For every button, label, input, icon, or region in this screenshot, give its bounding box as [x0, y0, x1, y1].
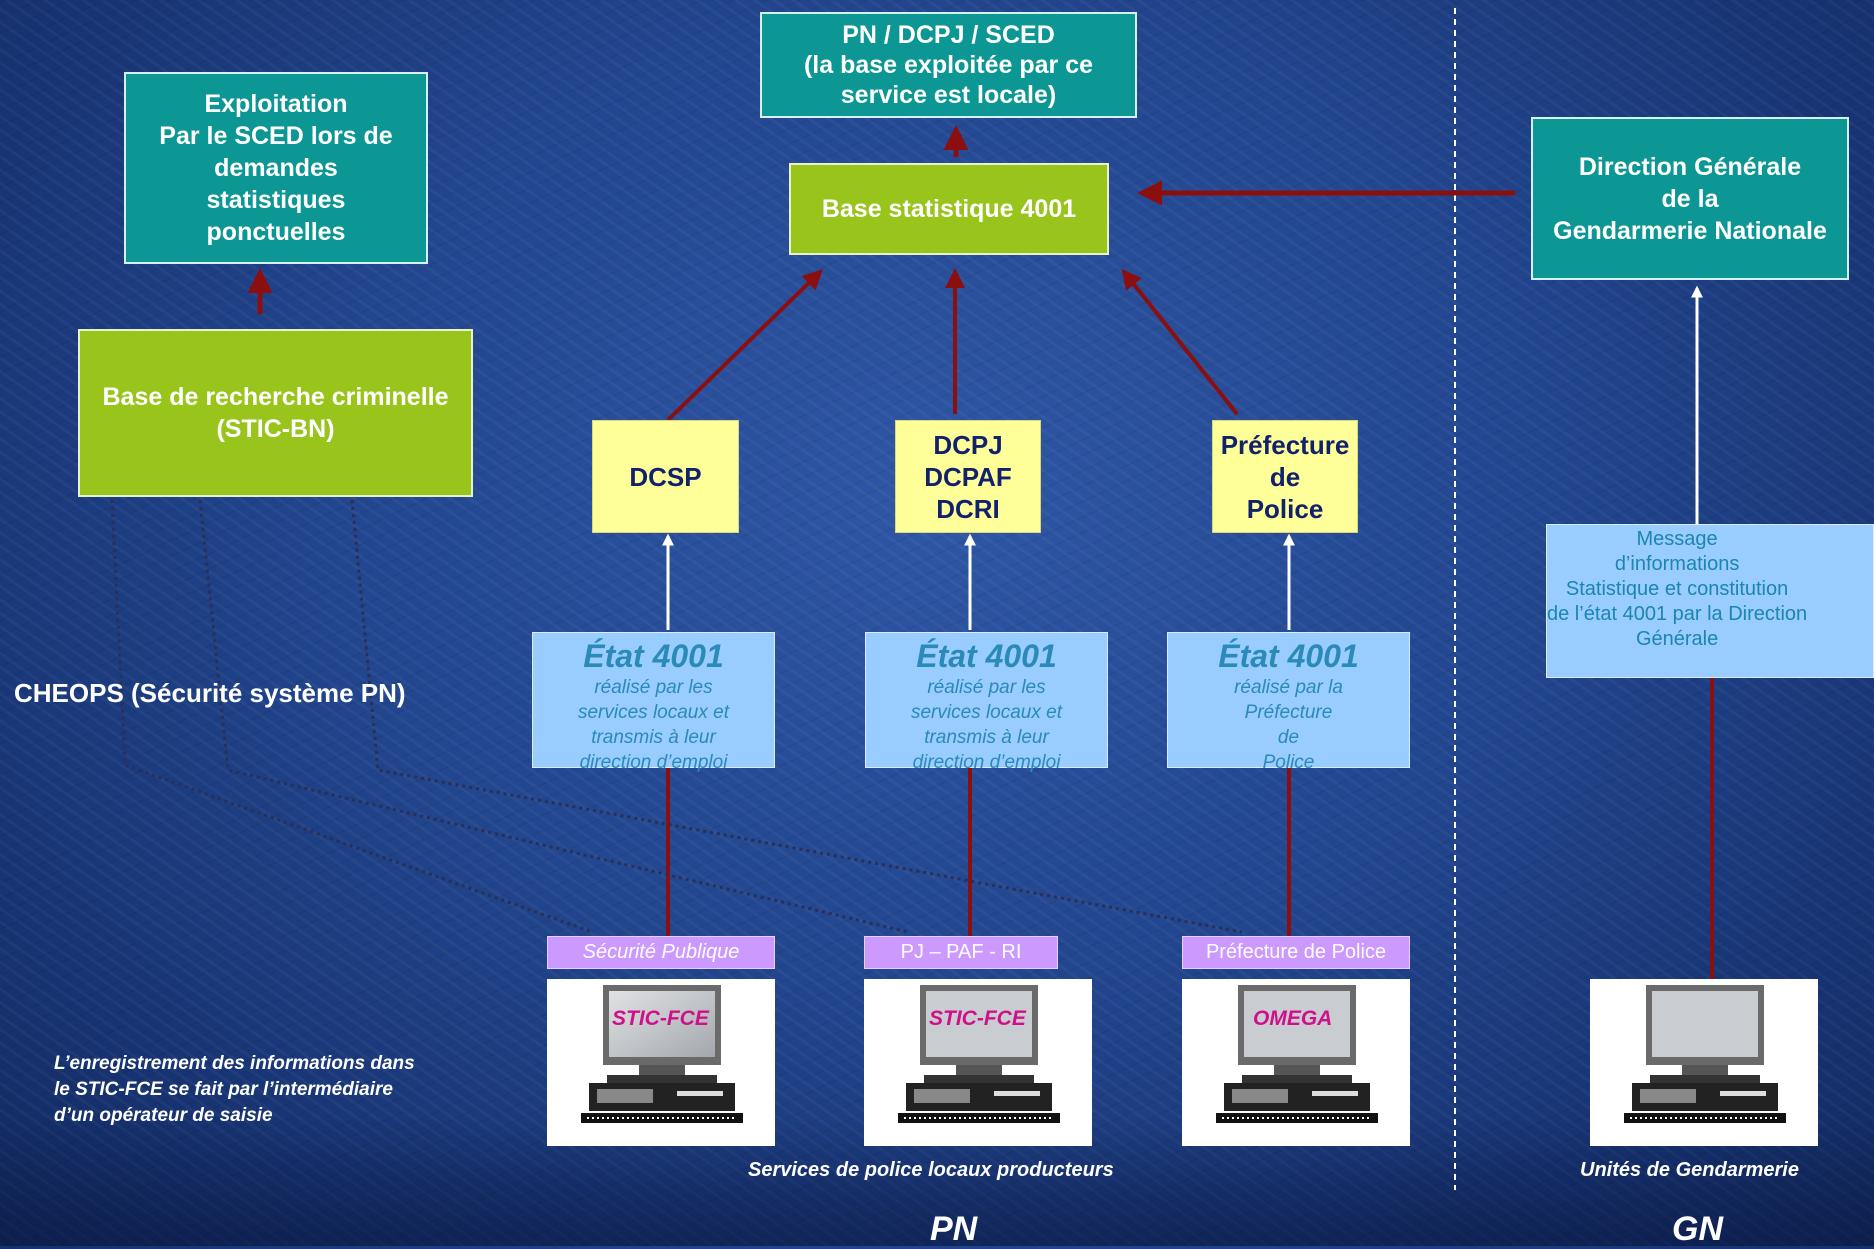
etat-text: réalisé par les services locaux et trans…: [910, 677, 1062, 773]
prefecture-box: Préfecture de Police: [1212, 420, 1358, 533]
service-label-1: Sécurité Publique: [547, 936, 775, 969]
computer-label-2: STIC-FCE: [929, 1007, 1026, 1030]
arrow-prefecture-to-base: [1121, 268, 1239, 416]
stic-bn-box: Base de recherche criminelle (STIC-BN): [78, 329, 473, 497]
computer-label-1: STIC-FCE: [612, 1007, 709, 1030]
etat-text: réalisé par la Préfecture de Police: [1234, 677, 1343, 773]
etat-text: réalisé par les services locaux et trans…: [577, 677, 729, 773]
etat-title: État 4001: [916, 638, 1057, 674]
etat-title: État 4001: [583, 638, 724, 674]
dotted-line-cheops-2: [198, 499, 909, 934]
service-label-2: PJ – PAF - RI: [864, 936, 1058, 969]
computer-icon-3: [1182, 979, 1410, 1146]
services-locaux-label: Services de police locaux producteurs: [748, 1159, 1114, 1181]
computer-icon-2: [864, 979, 1092, 1146]
exploitation-box: Exploitation Par le SCED lors de demande…: [124, 72, 428, 264]
dcpj-box: DCPJ DCPAF DCRI: [895, 420, 1041, 533]
computer-icon-4: [1590, 979, 1818, 1146]
pn-label: PN: [930, 1210, 978, 1248]
etat-box-3: État 4001 réalisé par la Préfecture de P…: [1167, 632, 1410, 773]
gn-label: GN: [1672, 1210, 1723, 1248]
dggn-box: Direction Générale de la Gendarmerie Nat…: [1531, 117, 1849, 280]
sced-box: PN / DCPJ / SCED (la base exploitée par …: [760, 12, 1137, 118]
dotted-line-cheops-1: [110, 499, 593, 934]
cheops-label: CHEOPS (Sécurité système PN): [14, 678, 406, 708]
etat-box-1: État 4001 réalisé par les services locau…: [532, 632, 775, 773]
unites-gn-label: Unités de Gendarmerie: [1580, 1159, 1799, 1181]
etat-box-2: État 4001 réalisé par les services locau…: [865, 632, 1108, 773]
computer-label-3: OMEGA: [1253, 1007, 1333, 1030]
computer-icon-1: [547, 979, 775, 1146]
etat-title: État 4001: [1218, 638, 1359, 674]
base-statistique-box: Base statistique 4001: [789, 163, 1109, 255]
dcsp-box: DCSP: [592, 420, 739, 533]
dotted-line-cheops-3: [350, 499, 1243, 934]
arrow-dcsp-to-base: [666, 269, 823, 422]
message-box: Message d’informations Statistique et co…: [1546, 524, 1874, 678]
note-text: L’enregistrement des informations dans l…: [54, 1053, 415, 1126]
service-label-3: Préfecture de Police: [1182, 936, 1410, 969]
